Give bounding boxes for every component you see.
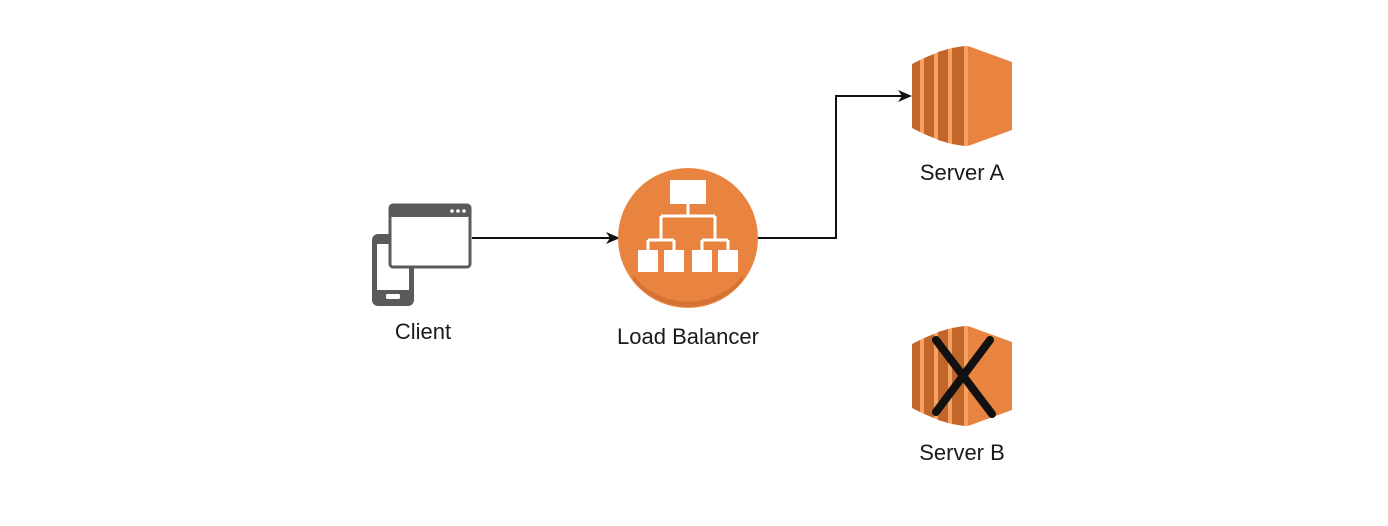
server-b-node: Server B xyxy=(912,326,1012,465)
edges xyxy=(472,90,912,244)
client-label: Client xyxy=(395,319,451,344)
server-a-node: Server A xyxy=(912,46,1012,185)
load-balancer-node: Load Balancer xyxy=(617,168,759,349)
client-node: Client xyxy=(372,203,472,344)
server-a-label: Server A xyxy=(920,160,1005,185)
failure-x-icon xyxy=(932,336,996,418)
client-devices-icon xyxy=(372,203,472,306)
server-b-label: Server B xyxy=(919,440,1005,465)
load-balancer-label: Load Balancer xyxy=(617,324,759,349)
server-icon xyxy=(912,46,1012,146)
browser-window-icon xyxy=(388,203,472,269)
load-balancer-icon xyxy=(618,168,758,308)
edge-load-balancer-to-server-a xyxy=(758,90,912,239)
